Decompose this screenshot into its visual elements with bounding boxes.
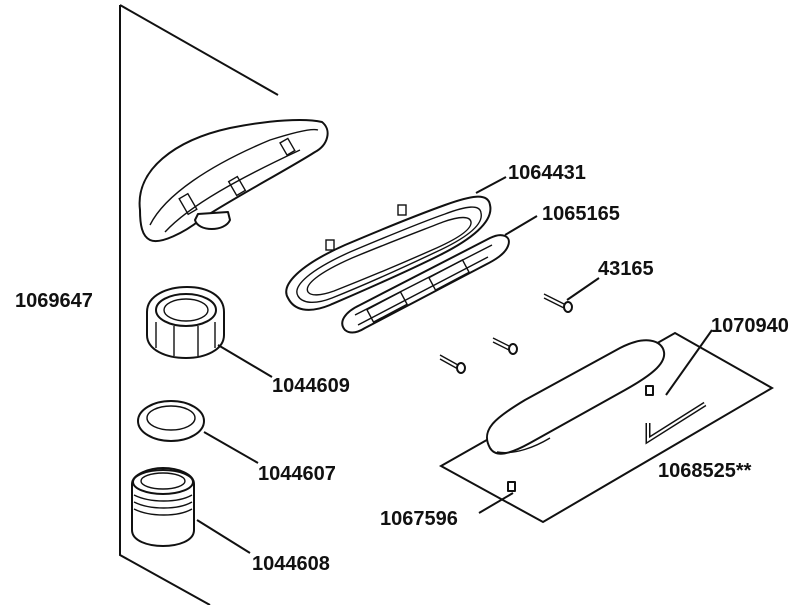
label-1069647: 1069647 <box>15 290 93 312</box>
tailpiece-drawing <box>131 467 195 547</box>
label-1068525: 1068525** <box>658 460 752 482</box>
wall-outline <box>119 4 279 605</box>
label-1070940: 1070940 <box>711 315 789 337</box>
label-1067596: 1067596 <box>380 508 458 530</box>
screw-drawings <box>439 293 573 374</box>
label-1065165: 1065165 <box>542 203 620 225</box>
gasket-drawing <box>285 195 492 311</box>
cover-plate-drawing <box>438 331 775 524</box>
label-1064431: 1064431 <box>508 162 586 184</box>
label-1044607: 1044607 <box>258 463 336 485</box>
leader-lines <box>196 176 713 554</box>
label-43165: 43165 <box>598 258 654 280</box>
drain-body-drawing <box>138 119 329 243</box>
label-1044609: 1044609 <box>272 375 350 397</box>
washer-drawing <box>137 400 205 442</box>
bracket-drawing <box>341 234 510 334</box>
label-1044608: 1044608 <box>252 553 330 575</box>
slip-nut-drawing <box>146 286 225 359</box>
